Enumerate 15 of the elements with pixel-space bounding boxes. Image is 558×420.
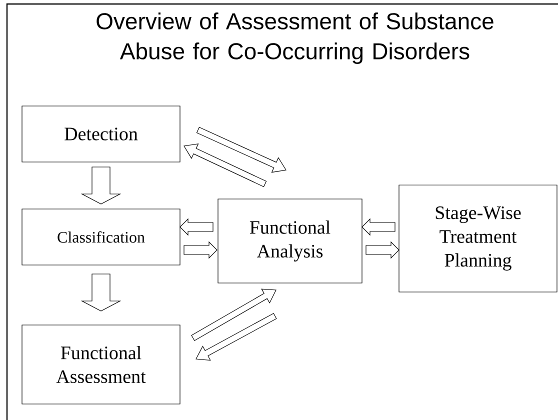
block-arrow <box>180 218 214 236</box>
process-box: Detection <box>22 106 180 162</box>
block-arrow <box>80 274 122 312</box>
process-box: Functional Assessment <box>22 324 180 404</box>
block-arrow <box>184 241 218 259</box>
block-arrow <box>80 166 122 204</box>
block-arrow <box>184 143 267 188</box>
block-arrow <box>366 241 400 259</box>
process-box: Classification <box>22 208 180 266</box>
process-box: Stage-Wise Treatment Planning <box>398 184 558 292</box>
block-arrow <box>196 126 286 173</box>
slide-title: Overview of Assessment of Substance Abuse for Co-Occurring Disorders <box>96 12 494 64</box>
block-arrow <box>362 218 396 236</box>
block-arrow <box>191 288 276 341</box>
process-box: Functional Analysis <box>218 198 362 284</box>
